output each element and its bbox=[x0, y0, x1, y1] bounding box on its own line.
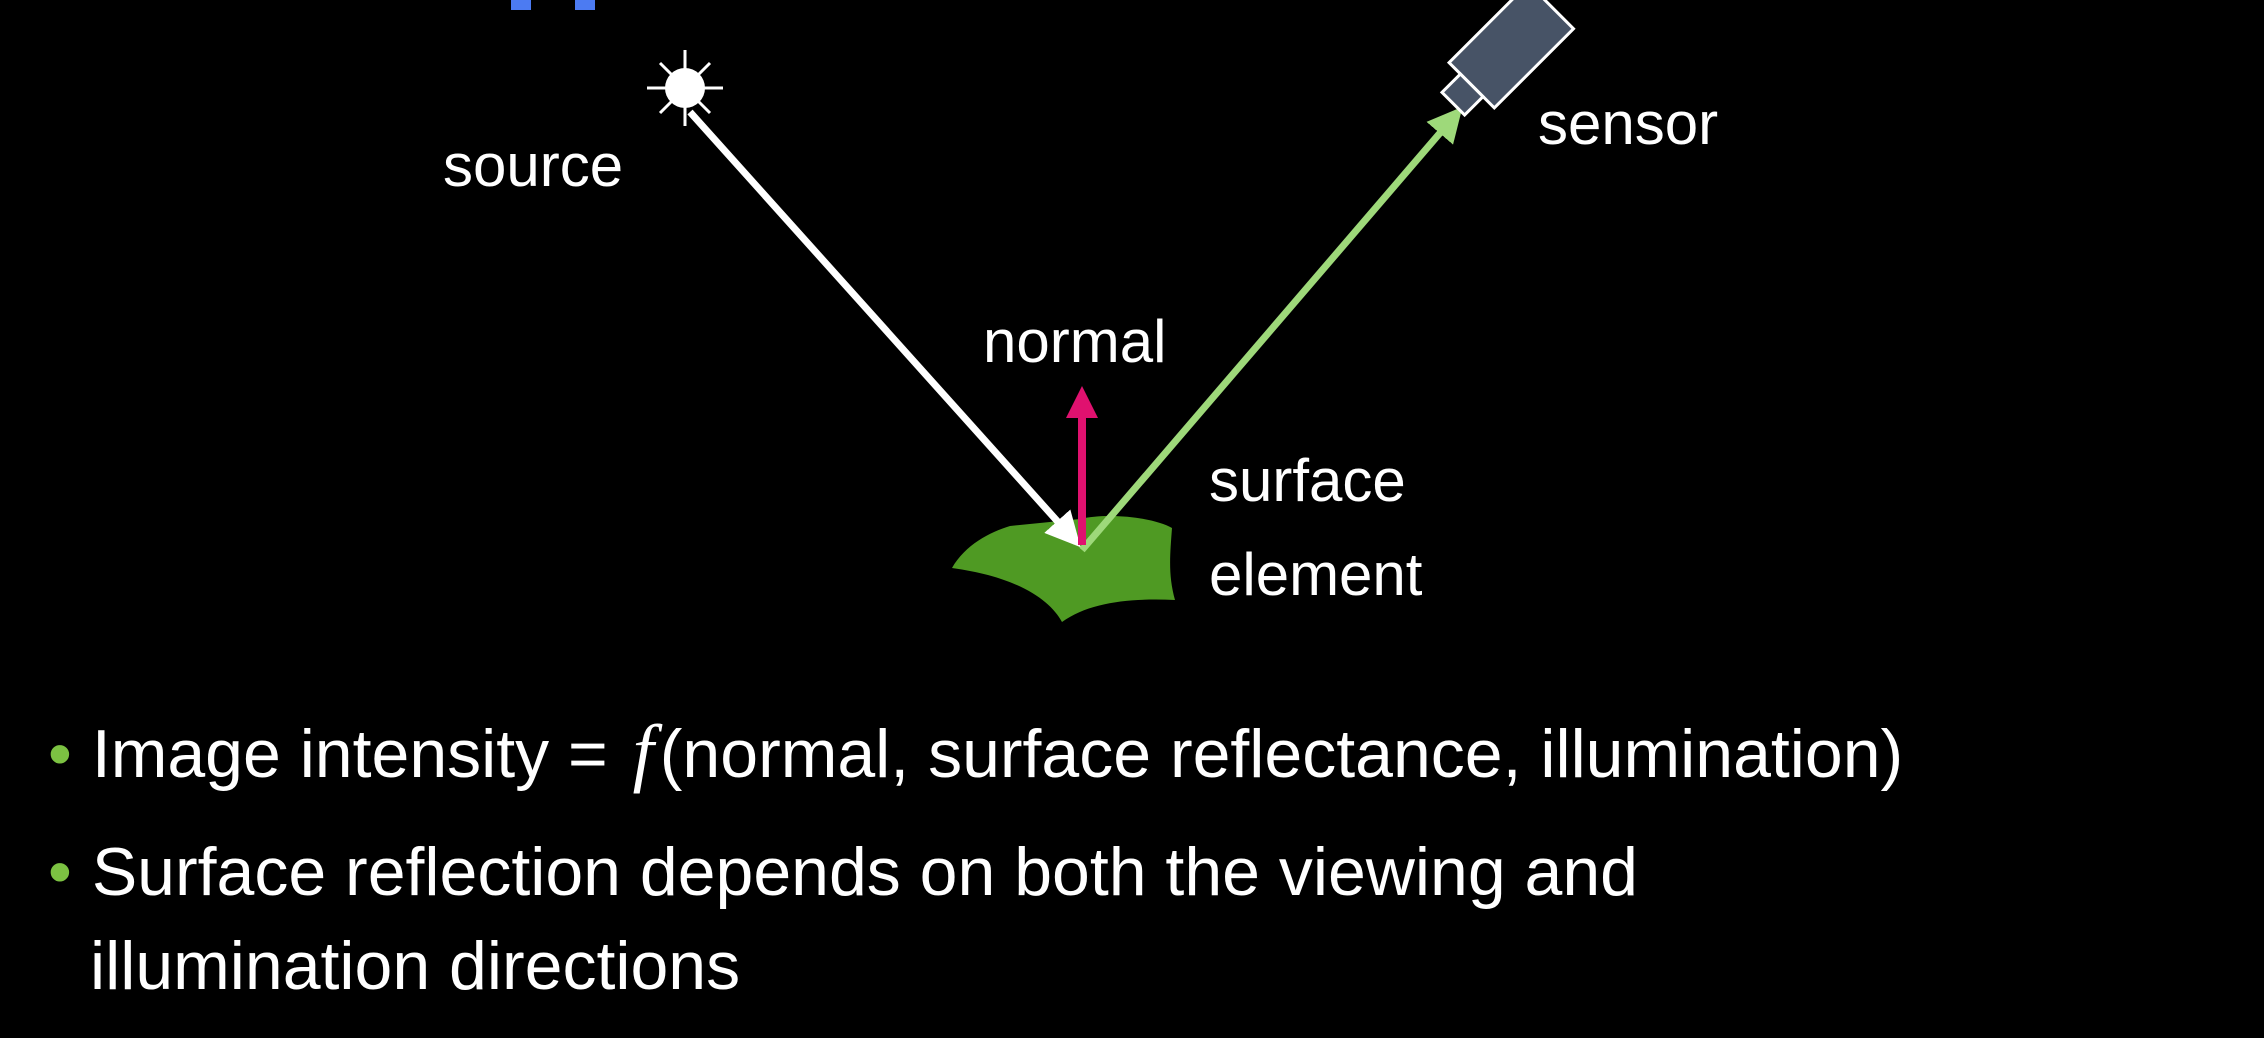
bullet-marker: • bbox=[48, 834, 72, 910]
bullet-1-pre: Image intensity = bbox=[91, 716, 627, 792]
bullet-2-line-2: illumination directions bbox=[90, 928, 741, 1004]
source-label: source bbox=[443, 132, 624, 199]
bullet-2-line-1: Surface reflection depends on both the v… bbox=[91, 834, 1638, 910]
bullet-1-post: (normal, surface reflectance, illuminati… bbox=[659, 716, 1904, 792]
bullet-item-1: •Image intensity = f(normal, surface ref… bbox=[48, 700, 1903, 805]
bullet-item-2: •Surface reflection depends on both the … bbox=[48, 826, 1638, 920]
bullet-marker: • bbox=[48, 716, 72, 792]
sensor-label: sensor bbox=[1538, 90, 1719, 157]
surface-patch-icon bbox=[952, 515, 1175, 622]
surface-label: surface bbox=[1209, 447, 1406, 514]
title-fragment bbox=[575, 0, 595, 10]
element-label: element bbox=[1209, 541, 1423, 608]
camera-sensor-icon bbox=[1439, 0, 1576, 118]
reflection-diagram bbox=[647, 0, 1576, 622]
normal-label: normal bbox=[983, 308, 1167, 375]
normal-arrowhead bbox=[1066, 386, 1098, 418]
function-symbol: f bbox=[632, 710, 654, 794]
title-fragment bbox=[511, 0, 531, 10]
incident-ray bbox=[687, 109, 1081, 548]
light-source-icon bbox=[647, 50, 723, 126]
bullet-item-2-continuation: illumination directions bbox=[90, 920, 740, 1014]
reflected-ray bbox=[1079, 106, 1463, 553]
